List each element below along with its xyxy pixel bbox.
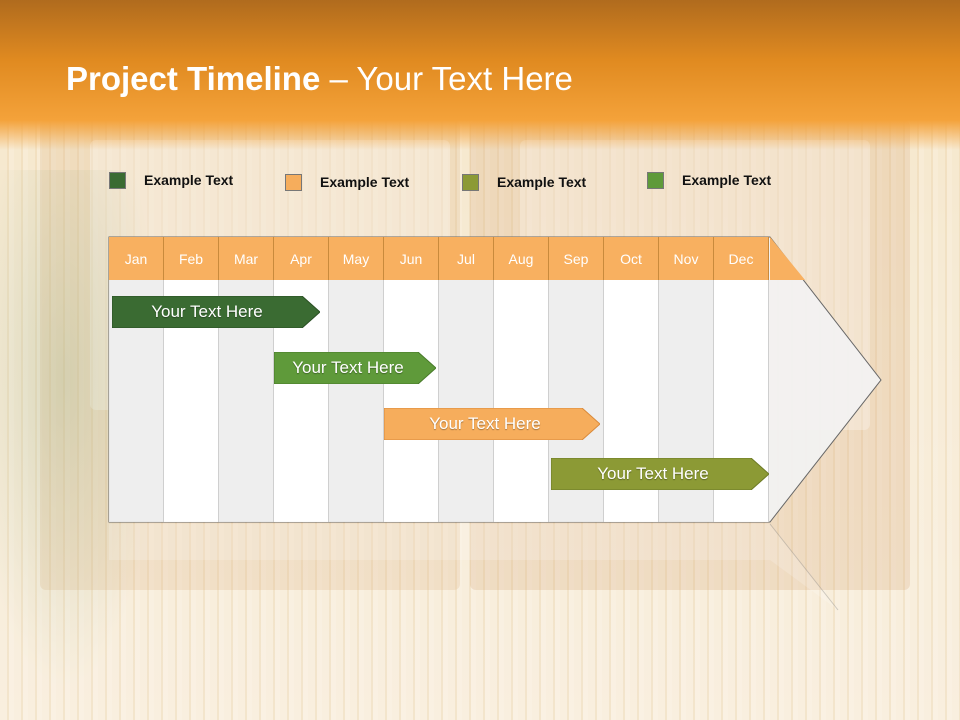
- month-dec: Dec: [714, 237, 769, 280]
- month-jun: Jun: [384, 237, 439, 280]
- task-bar-4[interactable]: Your Text Here: [551, 458, 769, 490]
- month-aug: Aug: [494, 237, 549, 280]
- task-label-1: Your Text Here: [151, 302, 263, 322]
- month-sep: Sep: [549, 237, 604, 280]
- task-bar-3[interactable]: Your Text Here: [384, 408, 600, 440]
- month-oct: Oct: [604, 237, 659, 280]
- arrow-reflection: [109, 524, 838, 610]
- task-label-3: Your Text Here: [429, 414, 541, 434]
- task-label-4: Your Text Here: [597, 464, 709, 484]
- month-nov: Nov: [659, 237, 714, 280]
- month-feb: Feb: [164, 237, 219, 280]
- month-column: [329, 280, 384, 522]
- month-may: May: [329, 237, 384, 280]
- month-column: [384, 280, 439, 522]
- task-bar-1[interactable]: Your Text Here: [112, 296, 320, 328]
- task-bar-2[interactable]: Your Text Here: [274, 352, 436, 384]
- month-apr: Apr: [274, 237, 329, 280]
- month-jan: Jan: [109, 237, 164, 280]
- month-column: [494, 280, 549, 522]
- month-mar: Mar: [219, 237, 274, 280]
- month-column: [439, 280, 494, 522]
- task-label-2: Your Text Here: [292, 358, 404, 378]
- month-jul: Jul: [439, 237, 494, 280]
